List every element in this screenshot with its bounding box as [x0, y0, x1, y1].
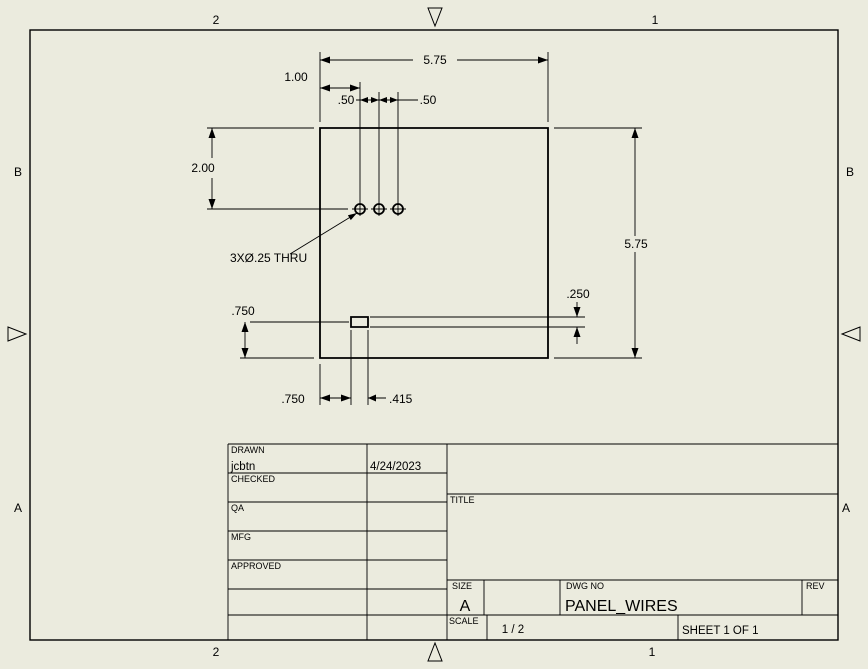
qa-label: QA	[231, 503, 244, 513]
title-label: TITLE	[450, 495, 475, 505]
zone-labels: 2 1 2 1 B B A A	[14, 13, 854, 659]
dim-slot-left-offset: .750	[231, 304, 255, 318]
zone-label-right-a: A	[842, 501, 850, 515]
dim-right-height: 5.75	[624, 237, 648, 251]
border-arrow-bottom-icon	[427, 641, 443, 662]
zone-label-right-b: B	[846, 165, 854, 179]
dwg-no-value: PANEL_WIRES	[565, 598, 678, 615]
dimension-texts: 5.75 1.00 .50 .50 2.00 5.75 3XØ.25 THRU …	[191, 53, 648, 406]
dim-slot-width: .415	[389, 392, 413, 406]
zone-label-top-right: 1	[652, 13, 659, 27]
size-value: A	[460, 598, 471, 615]
dwg-no-label: DWG NO	[566, 581, 604, 591]
size-label: SIZE	[452, 581, 472, 591]
dimension-arrowheads	[208, 56, 639, 402]
rev-label: REV	[806, 581, 825, 591]
part-view	[319, 127, 549, 359]
slot-outline	[350, 316, 369, 328]
dimension-lines	[211, 59, 636, 399]
dim-slot-height: .250	[566, 287, 590, 301]
border-arrow-right-icon	[840, 326, 861, 342]
sheet-value: SHEET 1 OF 1	[682, 625, 758, 637]
sheet-border	[29, 29, 839, 641]
checked-label: CHECKED	[231, 474, 276, 484]
border-center-marks	[7, 7, 861, 662]
zone-label-left-b: B	[14, 165, 22, 179]
dim-hole-vertical: 2.00	[191, 161, 215, 175]
dim-hole-pitch-1: .50	[338, 93, 355, 107]
border-arrow-left-icon	[7, 326, 28, 342]
zone-label-bottom-right: 1	[649, 645, 656, 659]
zone-label-top-left: 2	[213, 13, 220, 27]
drawn-label: DRAWN	[231, 445, 265, 455]
panel-outline	[319, 127, 549, 359]
title-block-lines	[227, 443, 838, 640]
zone-label-left-a: A	[14, 501, 22, 515]
mfg-label: MFG	[231, 532, 251, 542]
dim-hole-pitch-2: .50	[420, 93, 437, 107]
dim-slot-bottom-offset: .750	[281, 392, 305, 406]
drawn-date: 4/24/2023	[370, 461, 421, 473]
drawn-name: jcbtn	[230, 461, 255, 473]
dim-top-width: 5.75	[423, 53, 447, 67]
scale-value: 1 / 2	[502, 624, 524, 636]
border-arrow-top-icon	[427, 7, 443, 28]
zone-label-bottom-left: 2	[213, 645, 220, 659]
approved-label: APPROVED	[231, 561, 282, 571]
extension-lines	[207, 52, 642, 405]
title-block: DRAWN jcbtn 4/24/2023 CHECKED QA MFG APP…	[227, 443, 838, 640]
holes-callout: 3XØ.25 THRU	[230, 251, 307, 265]
dim-hole-offset: 1.00	[284, 70, 308, 84]
scale-label: SCALE	[449, 616, 479, 626]
